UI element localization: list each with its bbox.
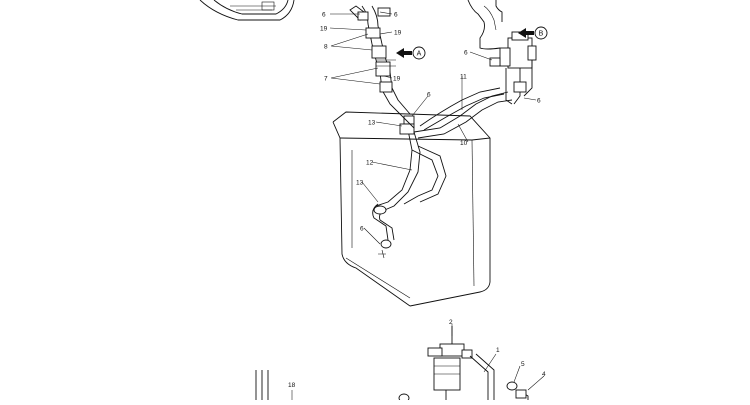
- callout-6: 6: [464, 50, 468, 57]
- callout-13: 13: [368, 120, 376, 127]
- callout-6: 6: [322, 12, 326, 19]
- callout-2: 2: [449, 319, 453, 326]
- view-arrow-b: B: [518, 26, 548, 40]
- callout-4: 4: [542, 371, 546, 378]
- callout-leaders: [291, 11, 545, 400]
- fuel-tank: [332, 111, 491, 307]
- item-18-parts: [255, 370, 410, 403]
- inlet-hose-assembly: [349, 5, 415, 129]
- callout-18: 18: [288, 382, 296, 389]
- callout-5: 5: [521, 361, 525, 368]
- view-label-b: B: [539, 31, 544, 38]
- callout-8: 8: [324, 44, 328, 51]
- callout-6: 6: [427, 92, 431, 99]
- callout-1: 1: [496, 347, 500, 354]
- fuel-lines: [372, 87, 513, 259]
- callout-6: 6: [394, 12, 398, 19]
- callout-6: 6: [537, 98, 541, 105]
- engine-outline: [467, 0, 503, 50]
- callout-19: 19: [394, 30, 402, 37]
- callout-labels: 6 6 19 19 8 6 6 7 19 11 6 13 10 12 13 6 …: [288, 12, 546, 390]
- callout-12: 12: [366, 160, 374, 167]
- fuel-filter-assembly: [427, 326, 529, 400]
- callout-19: 19: [320, 26, 328, 33]
- callout-19: 19: [393, 76, 401, 83]
- upper-left-assembly: [199, 0, 295, 21]
- callout-7: 7: [324, 76, 328, 83]
- callout-6: 6: [360, 226, 364, 233]
- callout-10: 10: [460, 140, 468, 147]
- return-valve-assembly: [489, 31, 537, 105]
- view-arrow-a: A: [396, 46, 426, 60]
- callout-11: 11: [460, 74, 467, 81]
- callout-13: 13: [356, 180, 364, 187]
- view-label-a: A: [417, 51, 422, 58]
